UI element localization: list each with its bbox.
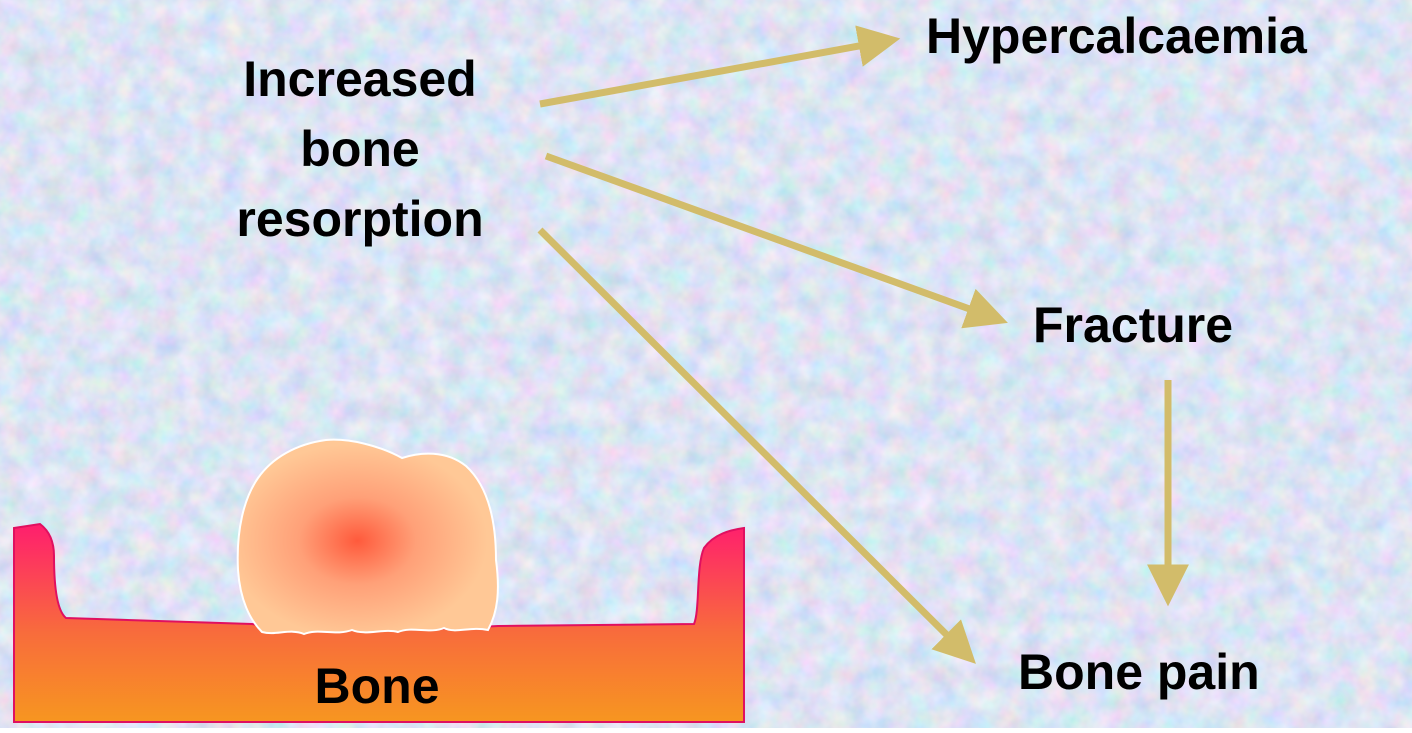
bone-label: Bone xyxy=(262,651,492,721)
resorption-line-2: bone xyxy=(200,114,520,184)
fracture-label: Fracture xyxy=(1033,290,1233,360)
resorption-line-1: Increased xyxy=(200,44,520,114)
osteoclast-cell xyxy=(238,440,498,634)
resorption-line-3: resorption xyxy=(200,184,520,254)
bone-pain-label: Bone pain xyxy=(1018,637,1260,707)
hypercalcaemia-label: Hypercalcaemia xyxy=(926,1,1307,71)
increased-bone-resorption-label: Increased bone resorption xyxy=(200,44,520,254)
